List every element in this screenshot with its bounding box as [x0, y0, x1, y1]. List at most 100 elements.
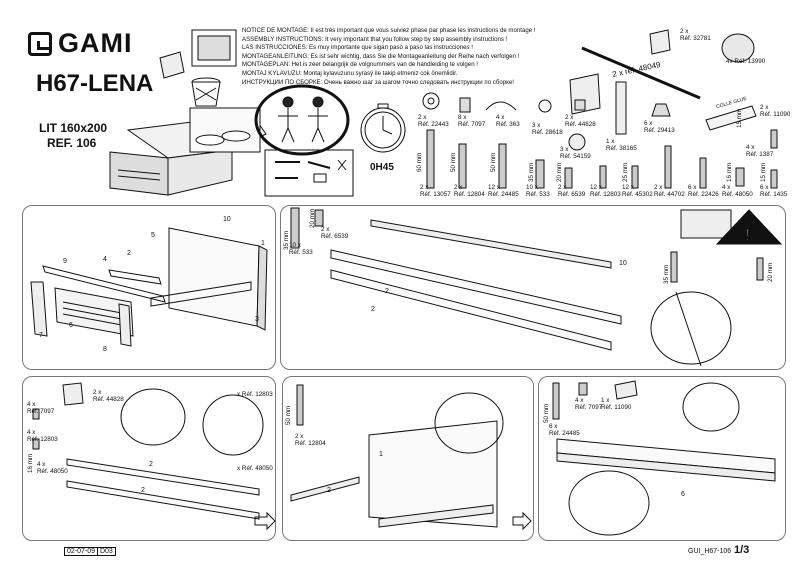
- bed-spec: LIT 160x200 REF. 106: [39, 121, 107, 151]
- part-9: 9: [63, 258, 67, 265]
- len-20: 20 mm: [556, 162, 563, 182]
- bed-illustration: [109, 107, 267, 196]
- notice-fr: NOTICE DE MONTAGE: Il est très important…: [242, 27, 536, 34]
- tools-panel: [264, 149, 354, 197]
- s2-detail-35: 35 mm: [663, 264, 670, 284]
- s3-len-16: 16 mm: [27, 453, 34, 473]
- part-8: 8: [103, 346, 107, 353]
- notice-nl: MONTAGEPLAN: Het is zeer belangrijk de v…: [242, 61, 478, 69]
- step-5-drawing: [552, 380, 776, 536]
- step-2-drawing: !: [290, 207, 783, 367]
- part-4: 4: [103, 256, 107, 263]
- part-1: 1: [261, 240, 265, 247]
- part-2a: 2: [127, 250, 131, 257]
- s2-part-10: 10: [619, 260, 627, 267]
- brand-name: GAMI: [58, 28, 133, 58]
- hw-13990: 4x Réf. 13990: [726, 58, 766, 65]
- brand-logo: GAMI: [28, 28, 133, 59]
- part-5: 5: [151, 232, 155, 239]
- len-60: 60 mm: [416, 152, 423, 172]
- model-name: H67-LENA: [36, 70, 154, 97]
- step-4-drawing: [290, 384, 532, 531]
- assembly-notice: NOTICE DE MONTAGE: Il est très important…: [242, 27, 564, 87]
- s3-part-2a: 2: [149, 461, 153, 468]
- s3-label-12803: x Réf. 12803: [237, 391, 273, 398]
- len-50-b: 50 mm: [490, 152, 497, 172]
- part-7: 7: [39, 332, 43, 339]
- assembly-time: 0H45: [370, 162, 394, 173]
- part-10: 10: [223, 216, 231, 223]
- notice-ru: ИНСТРУКЦИИ ПО СБОРКЕ: Очень важно шаг за…: [242, 78, 514, 86]
- step-1-panel: 10 1 5 2 4 9 3 6 7 8: [22, 205, 276, 370]
- len-15-top: 15 mm: [736, 108, 743, 128]
- svg-text:!: !: [745, 227, 749, 244]
- s4-part-1: 1: [379, 451, 383, 458]
- bed-ref: REF. 106: [47, 136, 97, 150]
- len-16: 16 mm: [726, 162, 733, 182]
- notice-es: LAS INSTRUCCIONES: Es muy importante que…: [242, 44, 473, 52]
- hardware-card: [191, 29, 237, 67]
- step-1-drawing: [30, 227, 268, 347]
- bed-size: LIT 160x200: [39, 121, 108, 135]
- part-3: 3: [255, 316, 259, 323]
- part-6: 6: [69, 322, 73, 329]
- gami-logo-icon: [28, 31, 52, 56]
- s3-part-2b: 2: [141, 487, 145, 494]
- s4-part-2: 2: [327, 487, 331, 494]
- notice-tr: MONTAJ KYLAVUZU: Montaj kylavuzunu syras…: [242, 69, 458, 77]
- len-35: 35 mm: [528, 162, 535, 182]
- len-50-a: 50 mm: [450, 152, 457, 172]
- len-25: 25 mm: [622, 162, 629, 182]
- s5-len-50: 50 mm: [543, 403, 550, 423]
- s3-label-48050: x Réf. 48050: [237, 465, 273, 472]
- notice-en: ASSEMBLY INSTRUCTIONS: It very important…: [242, 35, 508, 43]
- s2-detail-20: 20 mm: [767, 262, 774, 282]
- page-number: 1/3: [734, 544, 750, 556]
- step-3-drawing: [32, 382, 276, 531]
- len-15: 15 mm: [760, 162, 767, 182]
- s2-len-20: 20 mm: [309, 208, 316, 228]
- footer-doc-code: GUI_H67-106: [688, 548, 732, 555]
- s4-len-50: 50 mm: [285, 405, 292, 425]
- footer-date: 02-07-09 D03: [64, 547, 116, 556]
- s2-part-2b: 2: [371, 306, 375, 313]
- s5-part-6: 6: [681, 491, 685, 498]
- notice-de: MONTAGEANLEITUNG: Es ist sehr wichtig, d…: [242, 52, 520, 60]
